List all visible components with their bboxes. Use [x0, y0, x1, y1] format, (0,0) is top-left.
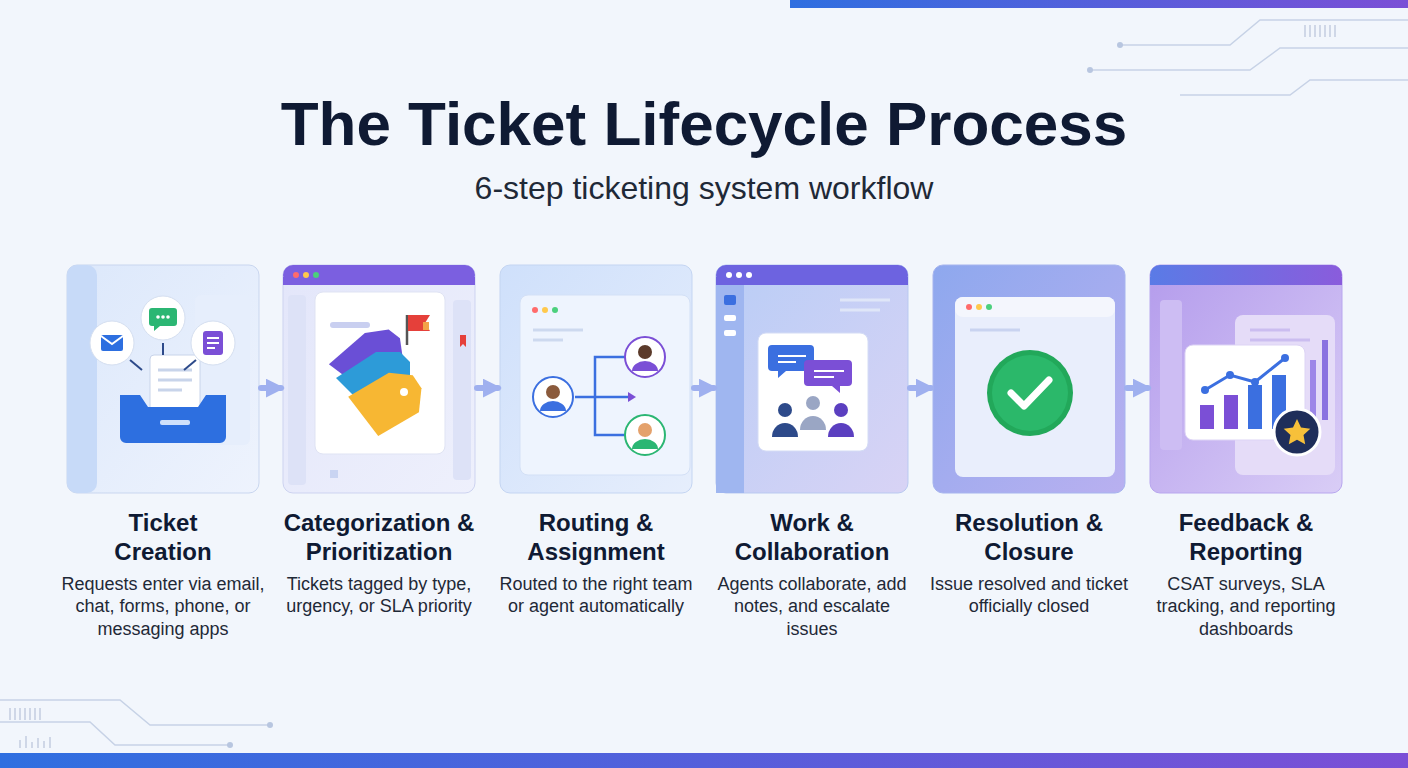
card-text: Routing & AssignmentRouted to the right …: [486, 509, 706, 618]
card-text: Work & CollaborationAgents collaborate, …: [702, 509, 922, 640]
flow-arrow: [261, 385, 281, 391]
card-text: Ticket CreationRequests enter via email,…: [53, 509, 273, 640]
step-heading: Resolution & Closure: [934, 509, 1124, 567]
step-description: Issue resolved and ticket officially clo…: [923, 573, 1135, 618]
step-description: Routed to the right team or agent automa…: [490, 573, 702, 618]
step-heading: Ticket Creation: [88, 509, 238, 567]
step-heading: Routing & Assignment: [501, 509, 691, 567]
flow-arrow: [477, 385, 498, 391]
process-card: Work & CollaborationAgents collaborate, …: [716, 265, 908, 493]
process-card: Routing & AssignmentRouted to the right …: [500, 265, 692, 493]
flow-arrow: [1127, 385, 1148, 391]
card-text: Categorization & PrioritizationTickets t…: [269, 509, 489, 618]
process-card: Feedback & ReportingCSAT surveys, SLA tr…: [1150, 265, 1342, 493]
step-heading: Feedback & Reporting: [1151, 509, 1341, 567]
step-heading: Categorization & Prioritization: [277, 509, 482, 567]
flow-arrow: [910, 385, 931, 391]
title: The Ticket Lifecycle Process: [0, 88, 1408, 159]
card-text: Feedback & ReportingCSAT surveys, SLA tr…: [1136, 509, 1356, 640]
subtitle: 6-step ticketing system workflow: [0, 170, 1408, 207]
step-description: Requests enter via email, chat, forms, p…: [57, 573, 269, 641]
process-card: Ticket CreationRequests enter via email,…: [67, 265, 259, 493]
step-description: CSAT surveys, SLA tracking, and reportin…: [1140, 573, 1352, 641]
step-description: Tickets tagged by type, urgency, or SLA …: [273, 573, 485, 618]
process-card: Categorization & PrioritizationTickets t…: [283, 265, 475, 493]
step-heading: Work & Collaboration: [717, 509, 907, 567]
card-text: Resolution & ClosureIssue resolved and t…: [919, 509, 1139, 618]
step-description: Agents collaborate, add notes, and escal…: [706, 573, 918, 641]
flow-arrow: [694, 385, 714, 391]
process-card: Resolution & ClosureIssue resolved and t…: [933, 265, 1125, 493]
